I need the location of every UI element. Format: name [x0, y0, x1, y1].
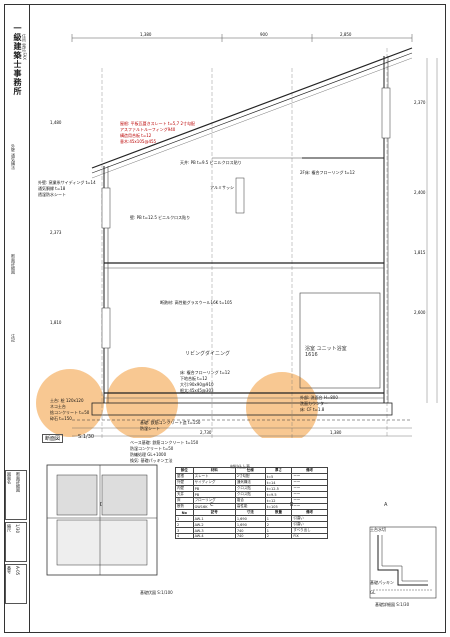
detail-label: 基礎詳細図 S:1/30	[375, 602, 410, 607]
callout-roof: 垂木:45x105@455	[120, 139, 157, 144]
callout-sill: ネコ土台	[50, 404, 66, 409]
callout-roof: アスファルトルーフィング940	[120, 127, 176, 132]
callout-floor: 床: 複合フローリング t=12	[180, 370, 230, 375]
grid-label: A	[384, 502, 388, 508]
firm-name: 一級建築士事務所	[13, 24, 22, 96]
view-label: 断面図	[42, 434, 64, 443]
callout-wash: 洗面カウンター	[300, 401, 328, 406]
callout-roof: 屋根: 平板瓦葺きスレート t=5,7 2寸勾配	[120, 121, 195, 126]
footer-note: 防蟻処理 GL+1000	[130, 452, 167, 457]
detail-note: GL	[370, 590, 376, 595]
strip-note: 注記	[11, 334, 16, 342]
footer-note: 換気: 基礎パッキン工法	[130, 458, 173, 463]
callout-floor: 根太:45x45@303	[180, 388, 214, 393]
strip-row-box	[5, 564, 27, 604]
table-cell: AW-4	[192, 533, 236, 539]
title-strip: 一級建築士事務所 住所 電話 FAX 外壁 通気構法 断面詳細図 注記	[4, 4, 30, 633]
table-row: 断熱 GW16K 高性能 t=105 ーー	[175, 503, 328, 510]
table-cell: 2	[264, 533, 293, 539]
detail-note: 基礎パッキン	[370, 580, 394, 585]
callout-foundation: 防湿シート	[140, 426, 160, 431]
callout-wall: 壁: PB t=12.5 ビニルクロス貼り	[130, 215, 191, 220]
callout-sash: アルミサッシ	[210, 185, 234, 190]
callout-insulation: 断熱材: 高性能グラスウール16K t=105	[160, 300, 233, 305]
strip-row-value: 断面詳細図	[16, 472, 21, 492]
firm-address: 住所 電話 FAX	[22, 34, 27, 60]
strip-row-value: 1/30	[15, 524, 20, 533]
strip-row-label: 番号	[7, 566, 12, 574]
level-text: 2,370	[414, 100, 426, 105]
table-row: 4 AW-4 740 2 FIX	[175, 533, 328, 539]
callout-exterior: 外壁: 窯業系サイディング t=14	[38, 180, 96, 185]
dimension-text: 900	[260, 32, 268, 37]
callout-wash: 外部: 洗面台 H=800	[300, 395, 338, 400]
level-text: 2,400	[414, 190, 426, 195]
room-label-bath: 浴室 ユニット浴室1616	[305, 346, 347, 358]
table-header-row: 部位 材料 仕様 厚さ 備考	[175, 467, 328, 474]
table-cell: 4	[175, 533, 194, 539]
callout-foundation: 基礎: 鉄筋コンクリート造 t=150	[140, 420, 201, 425]
table-cell: FIX	[291, 533, 328, 539]
strip-note: 断面詳細図	[11, 254, 16, 274]
footer-note: 防湿コンクリート t=50	[130, 446, 174, 451]
highlight-circle	[106, 367, 178, 438]
dimension-text: 1,380	[140, 32, 152, 37]
highlight-circle	[246, 372, 318, 438]
dimension-text: 2,730	[200, 430, 212, 435]
callout-ceiling: 天井: PB t=9.5 ビニルクロス貼り	[180, 160, 242, 165]
level-text: 1,810	[50, 320, 62, 325]
callout-sill: 土台: 桧 120x120	[50, 398, 84, 403]
callout-floor: 大引:90x90@910	[180, 382, 214, 387]
table-title: 材料仕上表	[230, 464, 250, 469]
floor-plan-label: 基礎伏図 S:1/100	[140, 590, 173, 595]
level-text: 1,480	[50, 120, 62, 125]
finish-table: 部位 材料 仕様 厚さ 備考 屋根 スレート 2寸勾配 t=5 ーー 外壁 サイ…	[175, 467, 328, 539]
callout-exterior: 通気胴縁 t=18	[38, 186, 66, 191]
dimension-text: 2,850	[340, 32, 352, 37]
callout-exterior: 透湿防水シート	[38, 192, 66, 197]
callout-sill: 捨コンクリート t=50	[50, 410, 90, 415]
strip-row-value: A-05	[15, 566, 20, 576]
level-text: 1,815	[414, 250, 426, 255]
strip-row-label: 縮尺	[7, 524, 12, 532]
foundation-plan	[46, 464, 158, 576]
callout-roof: 構造用合板 t=12	[120, 133, 152, 138]
table-row: 天井 PB クロス貼 t=9.5 ーー	[175, 491, 328, 498]
strip-row-box	[5, 522, 27, 562]
footer-note: ベース基礎: 鉄筋コンクリート t=150	[130, 440, 199, 445]
strip-note: 外壁 通気構法	[11, 144, 16, 170]
table-cell: 740	[234, 533, 266, 539]
level-text: 2,373	[50, 230, 62, 235]
strip-row-label: 図面名	[7, 472, 12, 484]
strip-row-box	[5, 470, 27, 520]
level-text: 2,600	[414, 310, 426, 315]
foundation-detail	[369, 526, 437, 599]
callout-floor: 下地合板 t=12	[180, 376, 208, 381]
detail-note: 土台水切	[370, 527, 386, 532]
room-label-living: リビングダイニング	[185, 351, 231, 357]
dimension-text: 1,380	[330, 430, 342, 435]
callout-wash: 床: CF t=1.8	[300, 407, 325, 412]
section-drawing	[36, 34, 438, 438]
callout-sill: 砕石 t=150	[50, 416, 72, 421]
view-scale: S:1/30	[78, 434, 95, 440]
callout-loft: 2F床: 複合フローリング t=12	[300, 170, 355, 175]
